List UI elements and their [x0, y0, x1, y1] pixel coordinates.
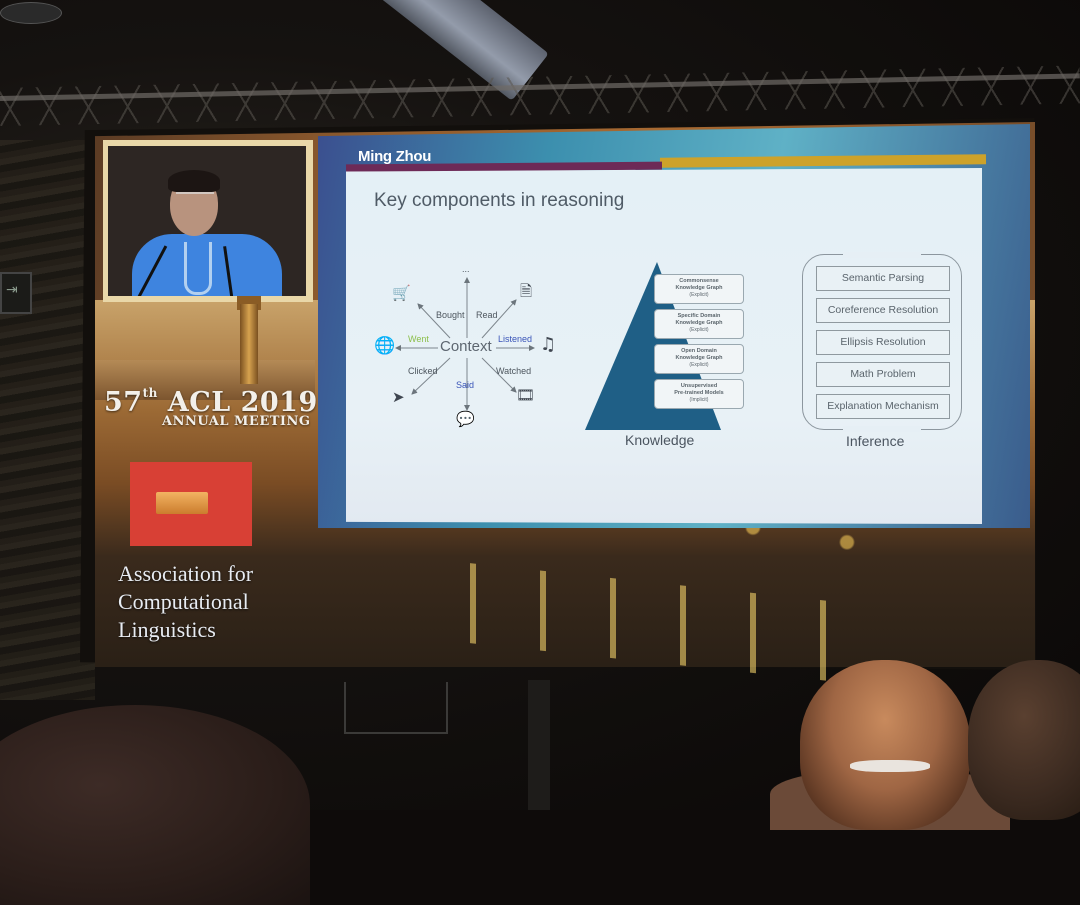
inference-item-semantic-parsing: Semantic Parsing — [816, 266, 950, 291]
layer-subtitle: Knowledge Graph — [675, 285, 723, 291]
layer-title: Commonsense — [679, 278, 719, 284]
organization-line: Association for — [118, 561, 254, 586]
organization-line: Linguistics — [118, 617, 216, 642]
film-strip-icon: 🎞 — [516, 386, 536, 404]
verb-listened: Listened — [498, 334, 533, 344]
layer-subtitle: Knowledge Graph — [675, 320, 723, 326]
inference-bracket — [802, 252, 962, 432]
knowledge-label: Knowledge — [625, 432, 695, 448]
globe-icon: 🌐 — [374, 336, 396, 356]
layer-subtitle: Knowledge Graph — [675, 355, 723, 361]
acl-logo — [130, 462, 252, 546]
verb-went: Went — [408, 334, 429, 344]
inference-item-coreference-resolution: Coreference Resolution — [816, 298, 950, 323]
florence-skyline — [95, 360, 315, 400]
speaker-lanyard — [184, 242, 212, 295]
document-icon: 🗎 — [520, 282, 533, 300]
cursor-arrow-icon: ➤ — [392, 388, 405, 406]
stone-wall — [0, 140, 95, 700]
verb-clicked: Clicked — [408, 366, 438, 376]
layer-type: (Explicit) — [689, 362, 709, 368]
context-center-label: Context — [440, 338, 492, 355]
inference-item-ellipsis-resolution: Ellipsis Resolution — [816, 330, 950, 355]
verb-watched: Watched — [496, 366, 532, 376]
verb-read: Read — [476, 310, 498, 320]
organization-line: Computational — [118, 589, 249, 614]
knowledge-layer-open-domain: Open Domain Knowledge Graph (Explicit) — [654, 344, 744, 374]
verb-said: Said — [456, 380, 475, 390]
stage-post — [528, 680, 550, 810]
layer-title: Unsupervised — [680, 383, 718, 389]
music-note-icon: ♫ — [540, 334, 557, 355]
exit-sign-icon: ⇥ — [6, 282, 18, 298]
layer-title: Open Domain — [681, 348, 717, 354]
palazzo-tower — [240, 304, 258, 384]
layer-title: Specific Domain — [677, 313, 721, 319]
audience-member-head — [800, 660, 970, 830]
shopping-cart-icon: 🛒 — [392, 284, 411, 302]
context-arrows — [395, 277, 535, 411]
conference-subtitle: ANNUAL MEETING — [162, 414, 311, 429]
inference-label: Inference — [846, 433, 905, 449]
layer-type: (Explicit) — [689, 292, 709, 298]
layer-type: (Implicit) — [689, 397, 709, 403]
knowledge-layer-specific-domain: Specific Domain Knowledge Graph (Explici… — [654, 309, 744, 339]
ceiling-lamp — [0, 2, 62, 24]
knowledge-layer-pretrained-models: Unsupervised Pre-trained Models (Implici… — [654, 379, 744, 409]
speaker-name: Ming Zhou — [358, 148, 432, 165]
more-label: ... — [462, 264, 470, 274]
acl-logo-glyph — [156, 492, 208, 514]
audience-member-head-right — [968, 660, 1080, 820]
inference-item-math-problem: Math Problem — [816, 362, 950, 387]
context-diagram: ... Context Bought Read Listened Watched… — [370, 260, 580, 440]
speaker-glasses — [176, 192, 214, 200]
layer-type: (Explicit) — [689, 327, 709, 333]
speaker-video — [108, 146, 306, 296]
layer-subtitle: Pre-trained Models — [674, 390, 724, 396]
exit-sign: ⇥ — [0, 272, 32, 314]
stage-monitor-frame — [344, 682, 448, 734]
knowledge-layer-commonsense: Commonsense Knowledge Graph (Explicit) — [654, 274, 744, 304]
verb-bought: Bought — [436, 310, 465, 320]
slide-title: Key components in reasoning — [374, 190, 625, 211]
inference-item-explanation-mechanism: Explanation Mechanism — [816, 394, 950, 419]
speaker-hair — [168, 170, 220, 192]
conference-title: 57th ACL 2019 — [104, 386, 318, 418]
audience-collar — [850, 760, 930, 772]
organization-name: Association for Computational Linguistic… — [118, 560, 318, 644]
chat-bubbles-icon: 💬 — [456, 410, 475, 428]
